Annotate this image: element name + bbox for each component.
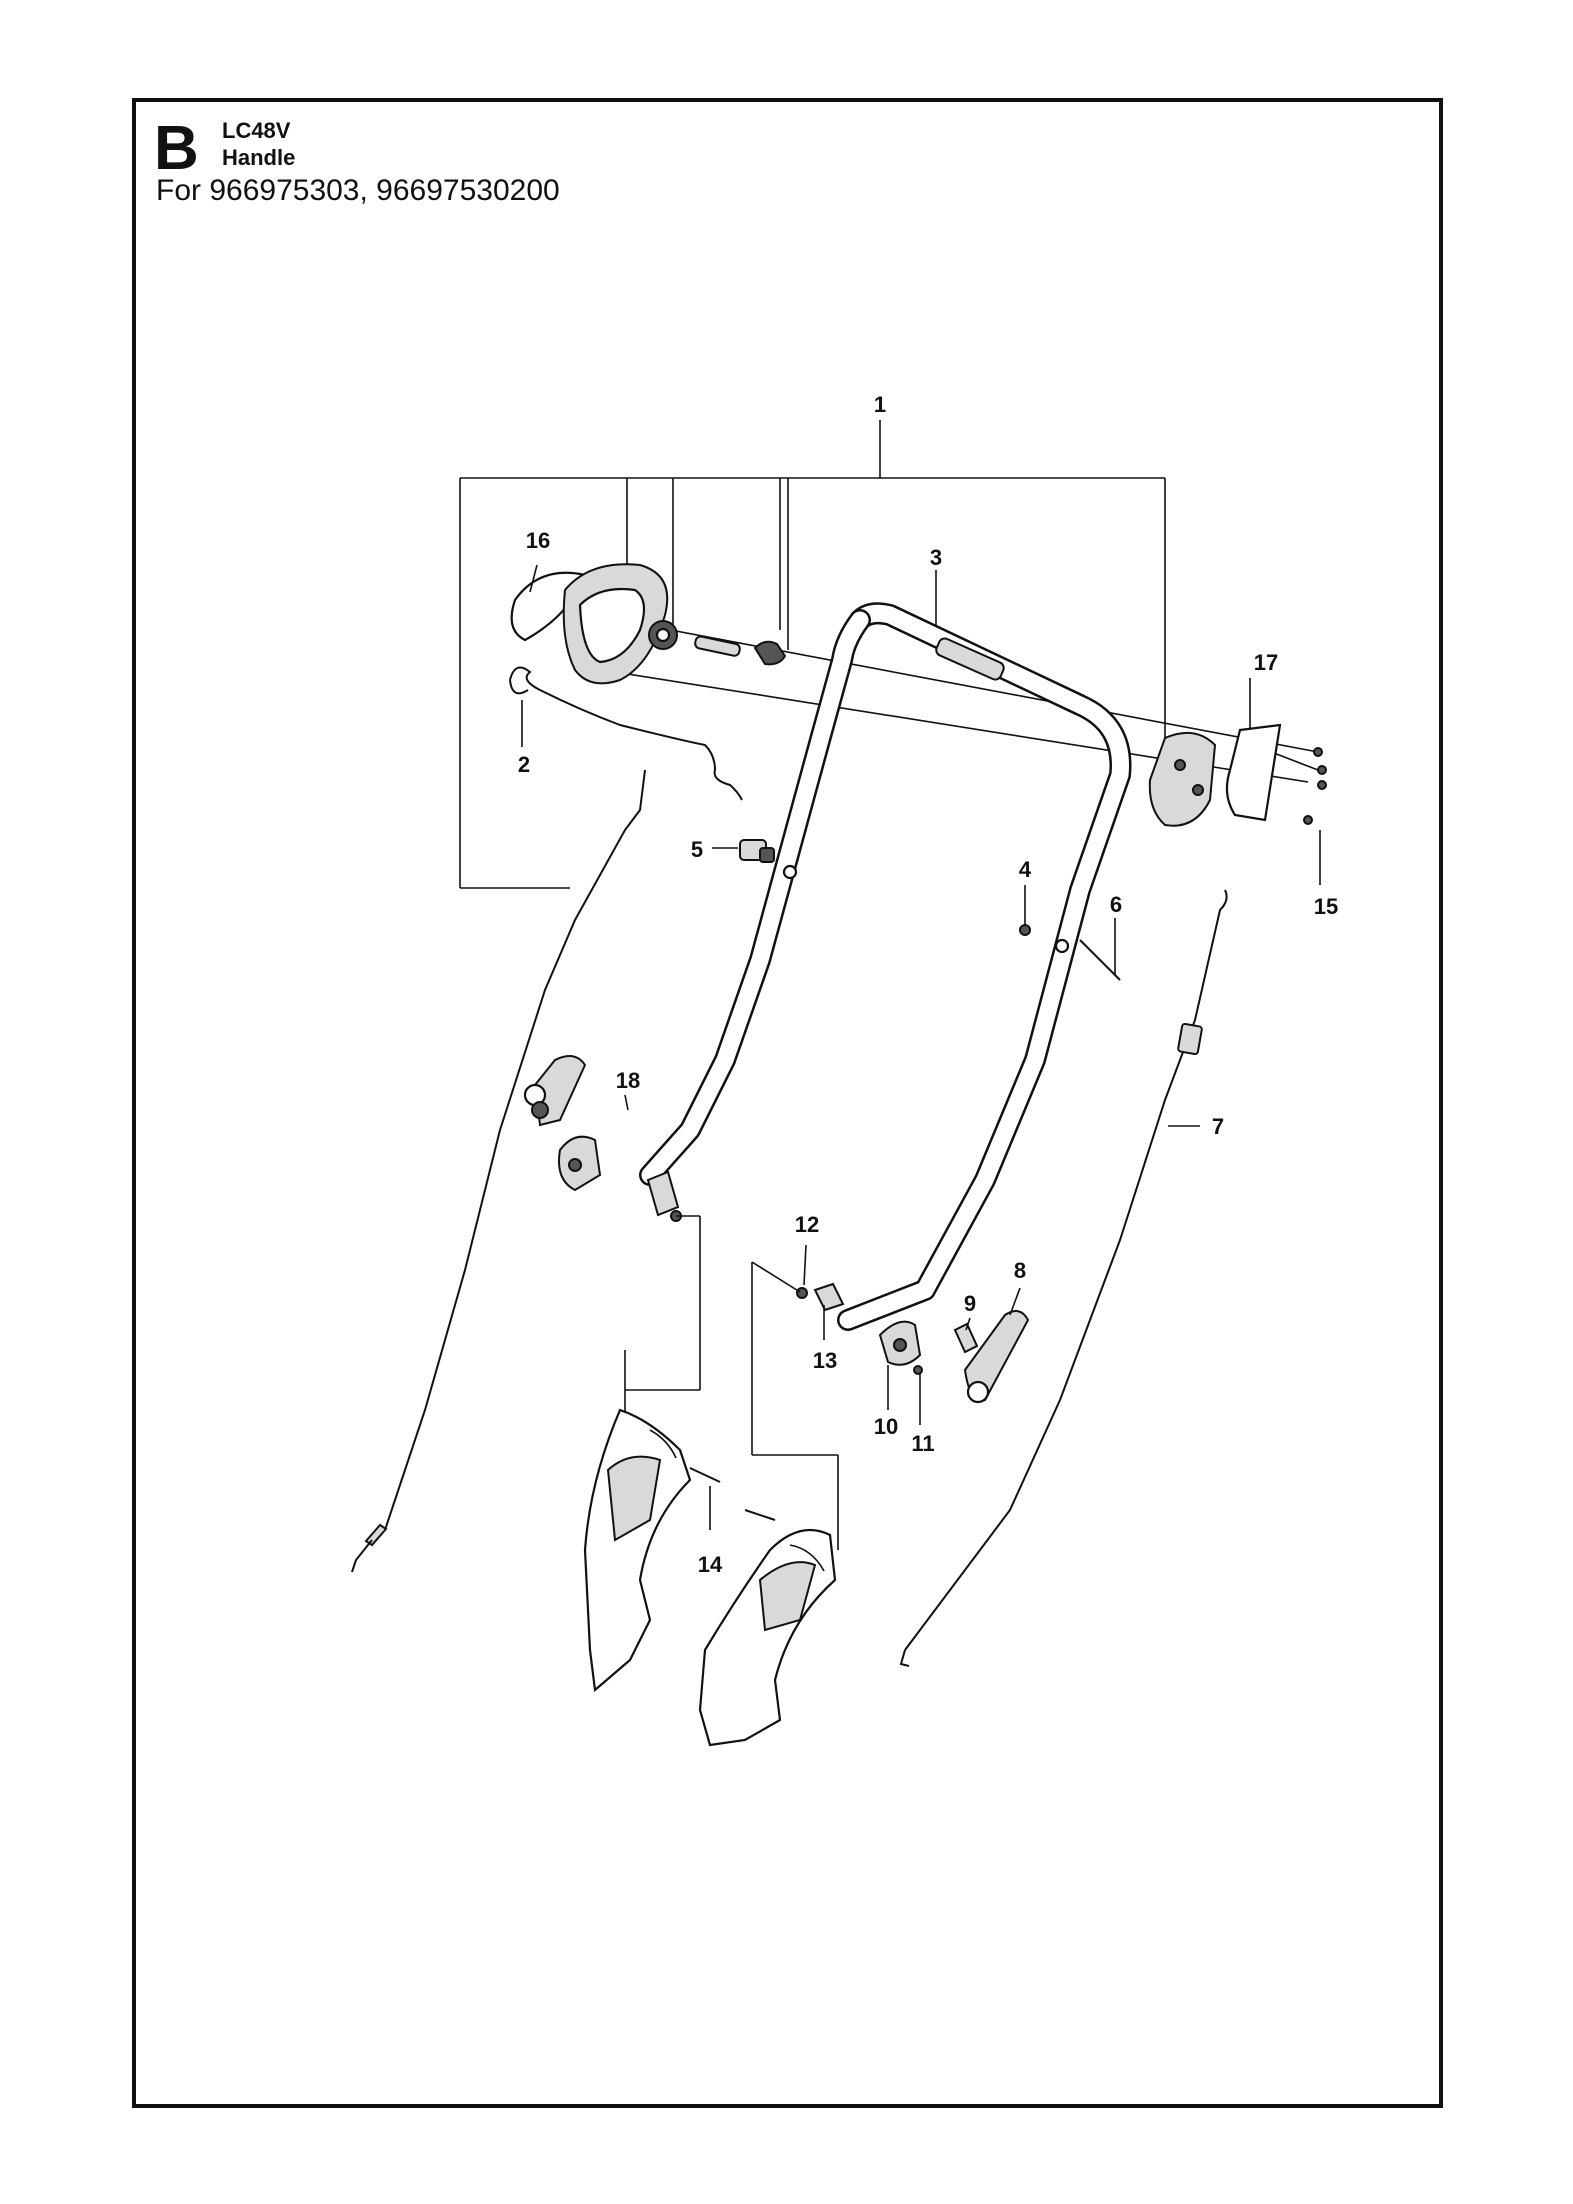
leader-lines	[521, 564, 1251, 1530]
callout-10: 10	[874, 1414, 898, 1439]
part-5-cable-clip	[739, 839, 775, 863]
callout-8: 8	[1014, 1258, 1026, 1283]
callout-16: 16	[526, 528, 550, 553]
part-17-side-cover	[1225, 723, 1282, 822]
part-7-drive-cable	[899, 889, 1228, 1667]
part-1-right-housing	[1148, 731, 1217, 827]
diagram-frame	[132, 98, 1443, 2108]
callout-15: 15	[1314, 894, 1338, 919]
part-9-pin	[953, 1322, 979, 1354]
callout-3: 3	[930, 545, 942, 570]
part-14-left-bracket	[583, 1408, 692, 1693]
part-14-right-bracket	[698, 1528, 837, 1747]
part-8-right-lever	[963, 1310, 1030, 1404]
callout-17: 17	[1254, 650, 1278, 675]
part-3-handle-tube	[639, 602, 1132, 1331]
callout-4: 4	[1019, 857, 1032, 882]
group-1-bracket	[459, 420, 1166, 889]
part-1-console-housing	[562, 563, 669, 685]
callout-6: 6	[1110, 892, 1122, 917]
part-12-nut	[796, 1287, 808, 1299]
part-1-switch-components	[648, 620, 787, 666]
callout-11: 11	[911, 1431, 934, 1456]
part-4-nut	[1019, 924, 1031, 936]
section-letter: B	[154, 114, 199, 183]
model-name: LC48V	[222, 118, 291, 143]
callout-1: 1	[874, 392, 886, 417]
part-11-screw	[913, 1365, 923, 1375]
callout-5: 5	[691, 837, 703, 862]
part-10-lever-housing	[878, 1320, 922, 1366]
part-14-bolt-left	[689, 1467, 721, 1483]
callout-12: 12	[795, 1212, 819, 1237]
callout-18: 18	[616, 1068, 640, 1093]
part-1-brake-cable	[384, 769, 646, 1531]
callout-2: 2	[518, 752, 530, 777]
assembly-title: Handle	[222, 145, 296, 170]
callout-7: 7	[1212, 1114, 1224, 1139]
part-2-control-rod	[509, 666, 743, 801]
part-15-screws	[1303, 747, 1327, 885]
callout-9: 9	[964, 1291, 976, 1316]
applicable-part-numbers: For 966975303, 96697530200	[156, 174, 560, 207]
part-6-bolt	[1079, 939, 1121, 981]
callout-13: 13	[813, 1348, 837, 1373]
callout-14: 14	[698, 1552, 723, 1577]
part-14-bolt-right	[744, 1509, 776, 1521]
part-13-spring	[813, 1282, 845, 1312]
part-18-left-lever-assembly	[523, 1055, 682, 1222]
